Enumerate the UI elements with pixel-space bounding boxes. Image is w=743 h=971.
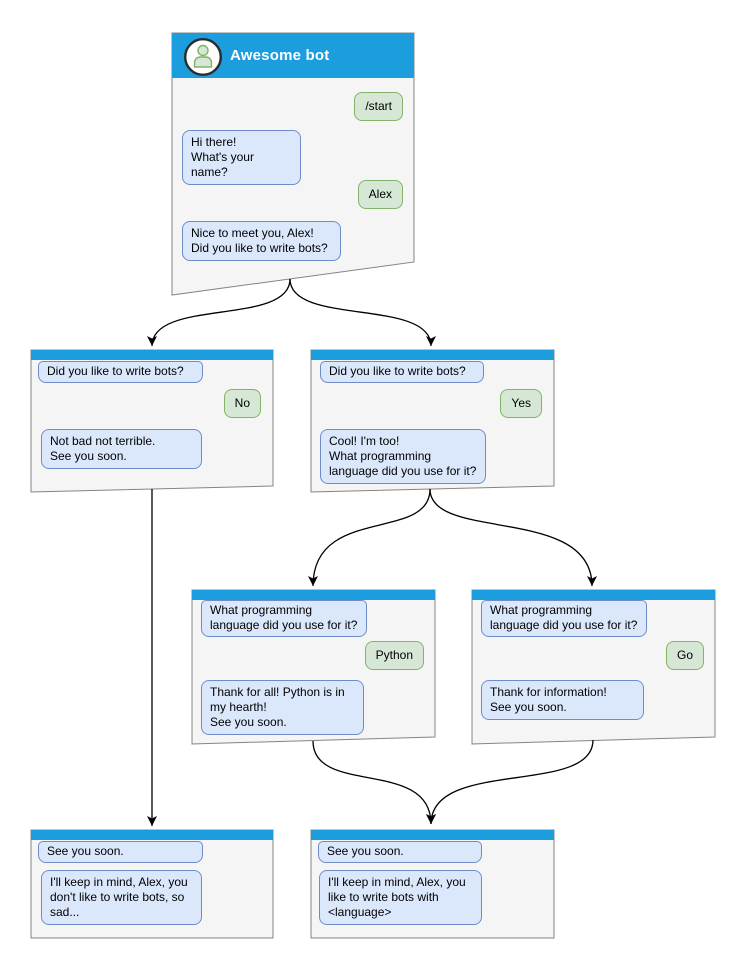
connector-yes-to-go (429, 488, 597, 587)
bot-message-bubble: Did you like to write bots? (320, 361, 484, 383)
window-title: Awesome bot (230, 47, 330, 64)
user-message-bubble: No (223, 389, 261, 418)
user-message-bubble: /start (354, 92, 403, 121)
chat-window-branch-yes: Did you like to write bots? Yes Cool! I'… (311, 350, 554, 492)
connector-root-to-no (147, 278, 291, 347)
window-header (311, 350, 554, 360)
bot-message-bubble: Hi there! What's your name? (182, 130, 301, 185)
bot-avatar-person-icon (184, 38, 222, 76)
window-header (192, 590, 435, 600)
bot-message-bubble: What programming language did you use fo… (201, 600, 367, 637)
bot-message-bubble: Not bad not terrible. See you soon. (41, 429, 202, 469)
chat-window-end-no: See you soon. I'll keep in mind, Alex, y… (31, 830, 273, 938)
connector-python-to-end (312, 740, 436, 825)
bot-message-bubble: What programming language did you use fo… (481, 600, 647, 637)
chat-window-branch-go: What programming language did you use fo… (472, 590, 715, 744)
user-message-bubble: Yes (500, 389, 542, 418)
window-header (31, 830, 273, 840)
connector-yes-to-python (308, 488, 431, 587)
bot-message-bubble: See you soon. (318, 841, 482, 863)
bot-message-bubble: Cool! I'm too! What programming language… (320, 429, 486, 484)
connector-go-to-end (426, 739, 594, 825)
bot-message-bubble: I'll keep in mind, Alex, you don't like … (41, 870, 202, 925)
chat-window-branch-no: Did you like to write bots? No Not bad n… (31, 350, 273, 492)
chat-window-root: Awesome bot /start Hi there! What's your… (172, 33, 414, 295)
window-header (31, 350, 273, 360)
bot-message-bubble: See you soon. (38, 841, 203, 863)
chat-window-branch-python: What programming language did you use fo… (192, 590, 435, 744)
bot-message-bubble: Nice to meet you, Alex! Did you like to … (182, 221, 341, 261)
connector-root-to-yes (289, 278, 436, 347)
user-message-bubble: Alex (357, 180, 403, 209)
bot-message-bubble: Thank for all! Python is in my hearth! S… (201, 680, 364, 735)
window-header (472, 590, 715, 600)
bot-message-bubble: I'll keep in mind, Alex, you like to wri… (319, 870, 482, 925)
user-message-bubble: Python (364, 641, 424, 670)
user-message-bubble: Go (665, 641, 704, 670)
chat-window-end-yes: See you soon. I'll keep in mind, Alex, y… (311, 830, 554, 938)
window-header (311, 830, 554, 840)
bot-message-bubble: Thank for information! See you soon. (481, 680, 644, 720)
bot-message-bubble: Did you like to write bots? (38, 361, 203, 383)
